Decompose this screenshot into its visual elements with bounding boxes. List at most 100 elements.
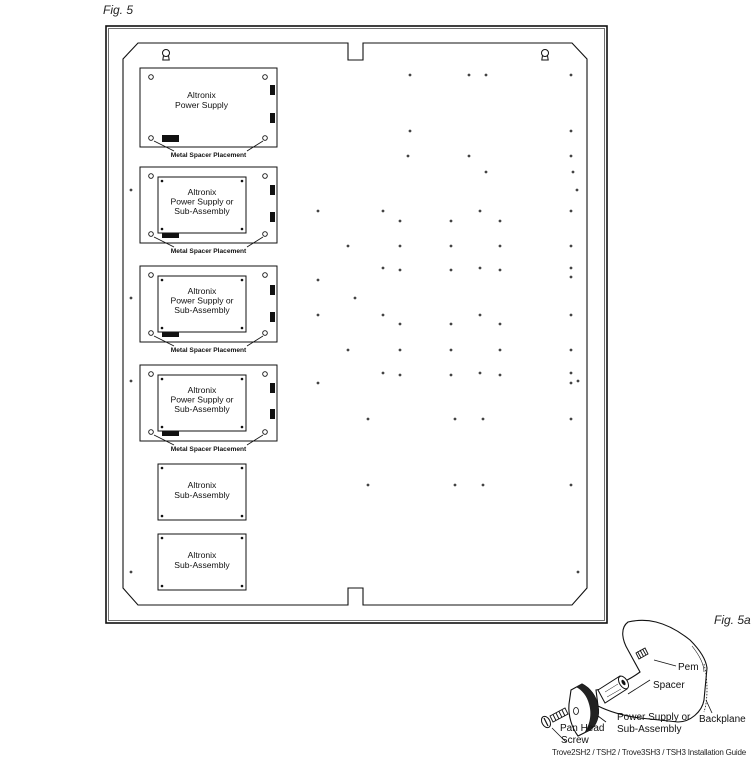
- mounting-hole: [449, 373, 453, 377]
- module-screw: [262, 371, 268, 377]
- label-pem: Pem: [678, 662, 699, 673]
- mounting-hole: [316, 209, 320, 213]
- mounting-hole: [569, 313, 573, 317]
- module-label: Sub-Assembly: [174, 206, 230, 216]
- backplane-sheet: [595, 619, 708, 723]
- spacer-placement-label: Metal Spacer Placement: [171, 347, 247, 354]
- module-label: Power Supply or: [170, 197, 233, 207]
- mounting-hole: [467, 154, 471, 158]
- module-screw: [148, 429, 154, 435]
- keyhole-slot-left: [162, 49, 170, 61]
- mounting-hole: [569, 275, 573, 279]
- mounting-hole: [129, 188, 133, 192]
- module-screw: [262, 330, 268, 336]
- label-spacer: Spacer: [653, 680, 685, 691]
- mounting-hole: [498, 268, 502, 272]
- spacer-block: [162, 135, 179, 142]
- mounting-hole: [129, 379, 133, 383]
- label-pan-head-screw-2: Screw: [561, 735, 590, 746]
- module-label: Altronix: [187, 90, 216, 100]
- sub-assembly-screw: [160, 514, 164, 518]
- label-pan-head-screw-1: Pan Head: [560, 723, 604, 734]
- mounting-hole: [478, 313, 482, 317]
- enclosure-frame-inner: [108, 28, 605, 621]
- mounting-hole: [498, 348, 502, 352]
- module-label: Power Supply: [175, 100, 229, 110]
- mounting-hole: [478, 266, 482, 270]
- enclosure-frame: [105, 25, 608, 624]
- sub-assembly-screw: [240, 326, 244, 330]
- spacer-placement-label: Metal Spacer Placement: [171, 446, 247, 453]
- module-screw: [148, 371, 154, 377]
- mounting-hole: [569, 266, 573, 270]
- mounting-hole: [316, 381, 320, 385]
- mounting-hole: [453, 483, 457, 487]
- sub-assembly-screw: [160, 466, 164, 470]
- sub-assembly-screw: [240, 227, 244, 231]
- module-screw: [262, 429, 268, 435]
- mounting-hole: [569, 73, 573, 77]
- spacer-block: [162, 231, 179, 238]
- label-power-supply-1: Power Supply or: [617, 712, 691, 723]
- mounting-hole: [571, 170, 575, 174]
- sub-assembly-label: Altronix: [188, 550, 217, 560]
- label-backplane: Backplane: [699, 714, 746, 725]
- module-screw: [262, 272, 268, 278]
- mounting-hole: [575, 188, 579, 192]
- sub-assembly-screw: [240, 278, 244, 282]
- mounting-hole: [498, 322, 502, 326]
- mounting-hole: [381, 371, 385, 375]
- mounting-hole: [346, 348, 350, 352]
- mounting-hole: [569, 417, 573, 421]
- mounting-hole: [569, 483, 573, 487]
- sub-assembly-screw: [160, 536, 164, 540]
- mounting-hole: [408, 129, 412, 133]
- mounting-hole: [398, 373, 402, 377]
- module-screw: [262, 135, 268, 141]
- mounting-hole: [449, 322, 453, 326]
- sub-assembly-label: Altronix: [188, 480, 217, 490]
- mounting-hole: [576, 379, 580, 383]
- leader-line: [153, 140, 175, 152]
- mounting-hole: [498, 373, 502, 377]
- module-label: Power Supply or: [170, 296, 233, 306]
- mounting-hole: [316, 313, 320, 317]
- module-screw: [148, 272, 154, 278]
- mounting-hole: [398, 268, 402, 272]
- mounting-hole: [484, 73, 488, 77]
- pem-part: [635, 647, 649, 660]
- keyhole-slot-right: [541, 49, 549, 61]
- module-connector: [270, 113, 275, 123]
- module-connector: [270, 185, 275, 195]
- mounting-hole: [366, 483, 370, 487]
- sub-assembly-outline: [157, 533, 247, 591]
- spacer-detail-illustration: [540, 619, 713, 743]
- sub-assembly-screw: [160, 278, 164, 282]
- mounting-hole: [381, 313, 385, 317]
- spacer-block: [162, 429, 179, 436]
- leader-line: [246, 140, 264, 152]
- sub-assembly-screw: [160, 179, 164, 183]
- sub-assembly-outline: [157, 463, 247, 521]
- leader-line: [153, 335, 175, 347]
- mounting-hole: [381, 266, 385, 270]
- sub-assembly-outline: [157, 275, 247, 333]
- sub-assembly-outline: [157, 374, 247, 432]
- mounting-hole: [129, 570, 133, 574]
- sub-assembly-screw: [240, 536, 244, 540]
- mounting-hole: [449, 219, 453, 223]
- module-label: Power Supply or: [170, 395, 233, 405]
- sub-assembly-screw: [160, 425, 164, 429]
- leader-line: [246, 434, 264, 446]
- spacer-placement-label: Metal Spacer Placement: [171, 248, 247, 255]
- sub-assembly-label: Sub-Assembly: [174, 490, 230, 500]
- module-label: Altronix: [188, 385, 217, 395]
- sub-assembly-screw: [240, 466, 244, 470]
